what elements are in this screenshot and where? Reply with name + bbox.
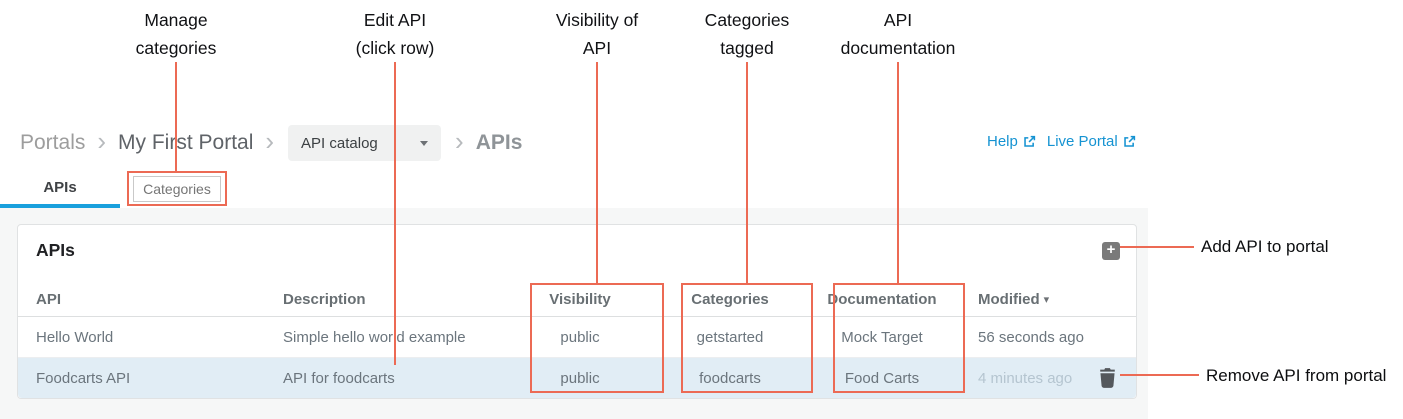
tab-categories[interactable]: Categories xyxy=(133,176,221,202)
cell-api: Foodcarts API xyxy=(36,369,131,387)
cell-modified: 56 seconds ago xyxy=(978,329,1084,346)
cell-modified: 4 minutes ago xyxy=(978,369,1073,387)
table-row[interactable]: Hello World Simple hello world example p… xyxy=(18,318,1136,358)
cell-description: API for foodcarts xyxy=(283,369,395,387)
annotation-visibility: Visibility of API xyxy=(555,10,639,58)
breadcrumb-current-page: APIs xyxy=(475,131,523,154)
column-header-description[interactable]: Description xyxy=(283,291,366,308)
live-portal-link-label: Live Portal xyxy=(1046,133,1118,150)
sort-descending-icon: ▾ xyxy=(1043,294,1050,306)
cell-visibility: public xyxy=(560,369,600,387)
column-header-categories[interactable]: Categories xyxy=(691,291,769,308)
catalog-dropdown-value: API catalog xyxy=(301,134,378,152)
annotation-line xyxy=(394,62,396,365)
cell-visibility: public xyxy=(560,329,600,346)
column-header-documentation[interactable]: Documentation xyxy=(827,291,937,308)
annotation-edit-api: Edit API (click row) xyxy=(355,10,435,58)
cell-categories: foodcarts xyxy=(699,369,761,387)
breadcrumb-portal-name[interactable]: My First Portal xyxy=(118,131,254,154)
breadcrumb: Portals › My First Portal › API catalog … xyxy=(20,124,522,162)
annotation-line xyxy=(1120,246,1194,248)
catalog-dropdown[interactable]: API catalog xyxy=(288,125,442,161)
cell-documentation: Mock Target xyxy=(841,329,923,346)
chevron-right-icon: › xyxy=(265,126,275,156)
live-portal-link[interactable]: Live Portal xyxy=(1047,133,1136,150)
panel-title: APIs xyxy=(36,240,75,260)
annotation-box-documentation-column xyxy=(833,283,965,393)
annotation-add-api: Add API to portal xyxy=(1201,237,1329,256)
annotation-line xyxy=(175,62,177,171)
annotation-line xyxy=(1120,374,1199,376)
cell-api: Hello World xyxy=(36,329,114,346)
header-links: Help Live Portal xyxy=(987,133,1136,150)
cell-categories: getstarted xyxy=(696,329,764,346)
cell-documentation: Food Carts xyxy=(844,369,920,387)
column-header-modified[interactable]: Modified ▾ xyxy=(978,291,1050,308)
cell-description: Simple hello world example xyxy=(283,329,466,346)
annotation-api-documentation: API documentation xyxy=(840,10,956,58)
tab-apis[interactable]: APIs xyxy=(43,178,77,196)
annotation-line xyxy=(596,62,598,283)
help-link-label: Help xyxy=(987,133,1018,150)
chevron-right-icon: › xyxy=(455,126,464,156)
external-link-icon xyxy=(1123,135,1135,147)
table-header-row: API Description Visibility Categories Do… xyxy=(18,283,1136,317)
external-link-icon xyxy=(1024,135,1036,147)
annotation-line xyxy=(897,62,899,283)
annotation-box-visibility-column xyxy=(530,283,664,393)
help-link[interactable]: Help xyxy=(987,133,1036,150)
annotation-manage-categories: Manage categories xyxy=(135,10,217,58)
add-api-button[interactable]: + xyxy=(1102,242,1120,260)
apis-panel: APIs + API Description Visibility Catego… xyxy=(17,224,1137,399)
annotation-remove-api: Remove API from portal xyxy=(1206,366,1387,385)
active-tab-underline xyxy=(0,204,120,208)
annotation-box-categories-column xyxy=(681,283,813,393)
column-header-visibility[interactable]: Visibility xyxy=(549,291,611,308)
annotation-line xyxy=(746,62,748,283)
annotation-box-categories-tab xyxy=(127,171,227,206)
annotation-categories-tagged: Categories tagged xyxy=(704,10,790,58)
breadcrumb-portals[interactable]: Portals xyxy=(20,131,86,154)
delete-api-icon[interactable] xyxy=(1099,367,1116,388)
chevron-down-icon xyxy=(420,140,429,146)
column-header-api[interactable]: API xyxy=(36,291,62,308)
chevron-right-icon: › xyxy=(97,126,107,156)
